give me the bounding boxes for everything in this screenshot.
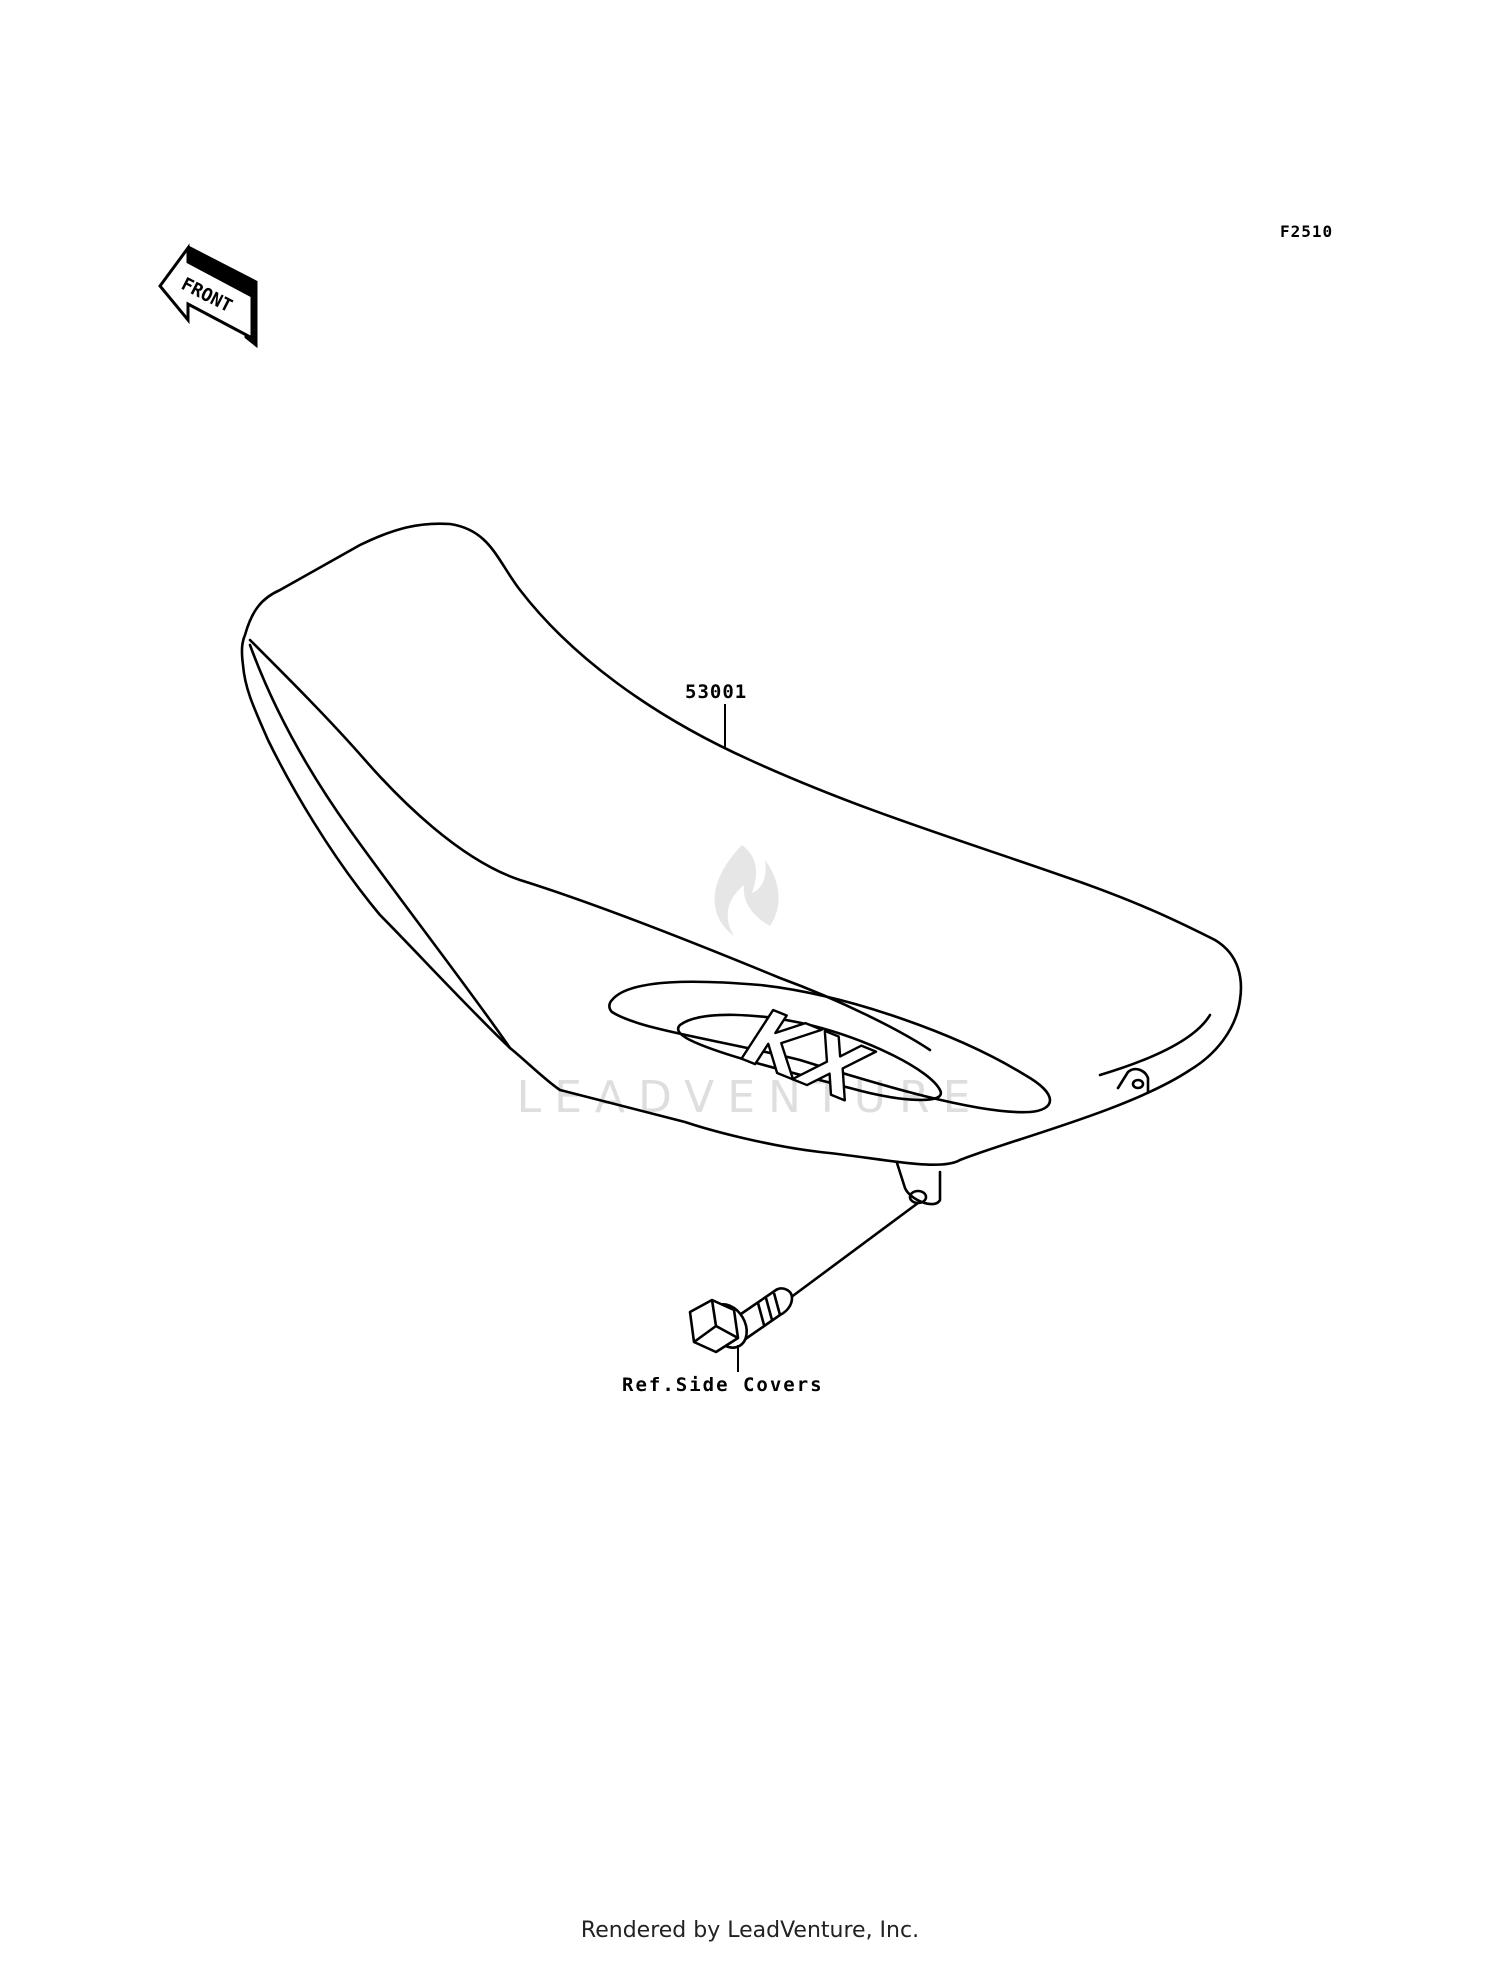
bolt-alignment-line — [789, 1201, 919, 1300]
watermark-flame-icon — [714, 845, 779, 936]
seat-side-lower-edge — [248, 643, 512, 1050]
seat-outline — [240, 522, 1243, 1166]
seat-side-edge — [248, 638, 932, 1052]
part-number-53001[interactable]: 53001 — [685, 681, 748, 703]
logo-panel — [608, 980, 1052, 1114]
ref-side-covers-label[interactable]: Ref.Side Covers — [622, 1374, 824, 1396]
bolt-shank — [736, 1287, 794, 1342]
rear-mount-tab — [1116, 1067, 1150, 1094]
logo-inner-oval — [676, 1013, 943, 1102]
render-credit: Rendered by LeadVenture, Inc. — [580, 1918, 920, 1943]
bolt-part — [688, 1201, 919, 1354]
front-mount-tab — [895, 1161, 942, 1206]
seat-rear-edge — [1098, 1013, 1212, 1077]
figure-code: F2510 — [1280, 222, 1334, 241]
front-arrow-icon: FRONT — [158, 243, 258, 349]
